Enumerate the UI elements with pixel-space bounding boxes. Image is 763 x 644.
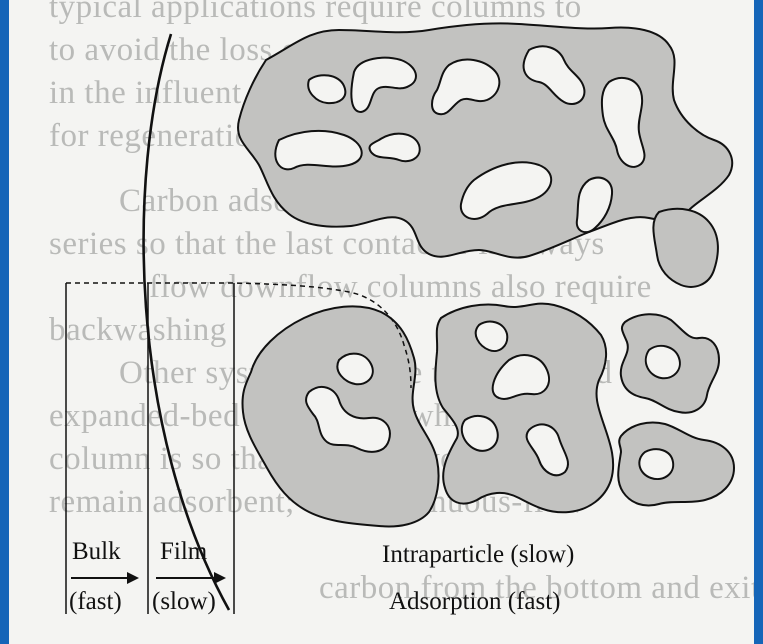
bulk-arrow [71,577,137,579]
bulk-label: Bulk [72,538,121,566]
film-rate-label: (slow) [152,588,216,616]
pore [646,346,680,378]
film-arrow [156,577,224,579]
small-particle-2 [618,423,734,506]
film-label: Film [160,538,207,566]
bottom-center-particle [435,304,613,513]
book-page: typical applications require columns to … [9,0,754,644]
intraparticle-label: Intraparticle (slow) [382,541,574,569]
pore [275,131,361,170]
pore [639,449,673,479]
film-boundary-curve [144,34,229,610]
right-upper-particle [653,209,718,287]
adsorption-label: Adsorption (fast) [389,588,561,616]
bulk-rate-label: (fast) [69,588,122,616]
